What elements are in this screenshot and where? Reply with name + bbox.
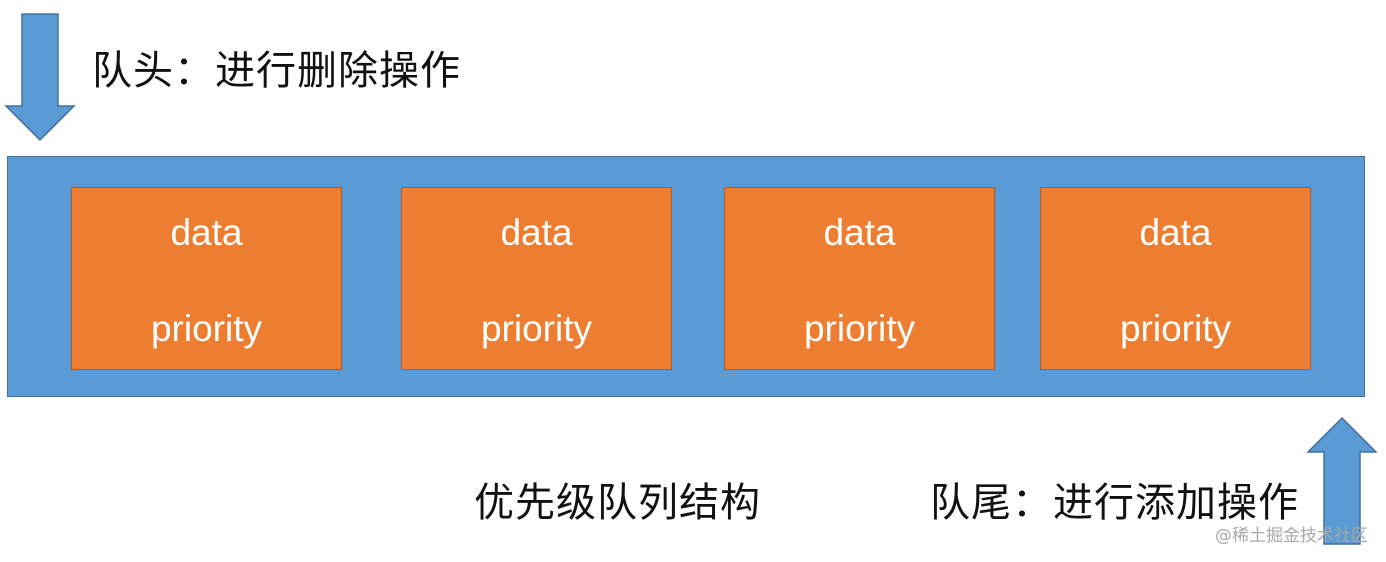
head-arrow-down-icon (4, 13, 76, 142)
queue-tail-label: 队尾：进行添加操作 (930, 480, 1299, 526)
node-data-field: data (170, 212, 243, 253)
structure-caption: 优先级队列结构 (474, 480, 761, 526)
queue-head-label: 队头：进行删除操作 (92, 48, 461, 94)
node-data-field: data (823, 212, 896, 253)
watermark: @稀土掘金技术社区 (1215, 526, 1368, 546)
node-priority-field: priority (803, 308, 916, 349)
node-priority-field: priority (150, 308, 263, 349)
queue-node: data priority (401, 187, 672, 370)
node-data-field: data (500, 212, 573, 253)
node-priority-field: priority (1119, 308, 1232, 349)
queue-node: data priority (724, 187, 995, 370)
queue-node: data priority (1040, 187, 1311, 370)
node-data-field: data (1139, 212, 1212, 253)
queue-node: data priority (71, 187, 342, 370)
priority-queue-container: data priority data priority data priorit… (7, 156, 1365, 397)
tail-arrow-up-icon (1306, 416, 1378, 545)
node-priority-field: priority (480, 308, 593, 349)
